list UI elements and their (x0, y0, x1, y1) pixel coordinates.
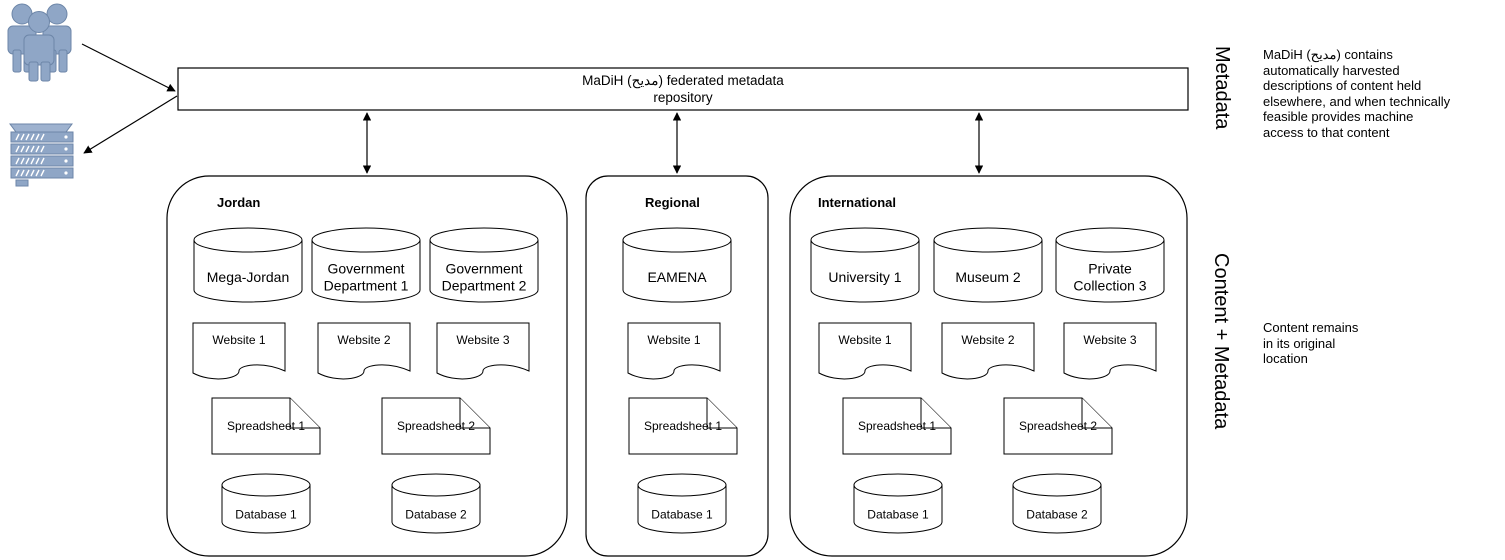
jordan-website-document: Website 3 (436, 322, 530, 380)
metadata-note-line: feasible provides machine (1263, 109, 1414, 124)
jordan-archive-cylinder-label: Government (445, 261, 522, 277)
jordan-archive-cylinder-label: Department 2 (442, 277, 527, 293)
jordan-database-cylinder-label: Database 2 (405, 508, 467, 522)
jordan-website-document-label: Website 2 (337, 333, 390, 347)
metadata-note: MaDiH (مديح) contains automatically harv… (1263, 47, 1450, 140)
international-database-cylinder-label: Database 1 (867, 508, 929, 522)
jordan-archive-cylinder: Mega-Jordan (193, 227, 303, 303)
users-icon (7, 3, 72, 82)
jordan-website-document-label: Website 3 (456, 333, 509, 347)
metadata-side-label: Metadata (1211, 46, 1233, 130)
jordan-spreadsheet-document: Spreadsheet 1 (211, 397, 321, 455)
repository-title-line1: MaDiH (مديح) federated metadata (582, 73, 784, 89)
international-spreadsheet-document: Spreadsheet 2 (1003, 397, 1113, 455)
international-database-cylinder: Database 1 (853, 473, 943, 534)
regional-database-cylinder: Database 1 (637, 473, 727, 534)
jordan-spreadsheet-document-label: Spreadsheet 1 (227, 419, 305, 433)
regional-website-document: Website 1 (627, 322, 721, 380)
metadata-note-line: access to that content (1263, 124, 1390, 140)
metadata-note-line: MaDiH (مديح) contains (1263, 47, 1393, 62)
international-website-document: Website 3 (1063, 322, 1157, 380)
server-icon (9, 123, 74, 187)
repository-box (177, 67, 1189, 111)
jordan-database-cylinder: Database 1 (221, 473, 311, 534)
regional-website-document-label: Website 1 (647, 333, 700, 347)
regional-archive-cylinder: EAMENA (622, 227, 732, 303)
repository-title-line2: repository (653, 90, 713, 105)
international-website-document-label: Website 3 (1083, 333, 1136, 347)
metadata-note-line: automatically harvested (1263, 62, 1400, 78)
regional-spreadsheet-document-label: Spreadsheet 1 (644, 419, 722, 433)
content-note-line: location (1263, 351, 1308, 366)
metadata-note-line: elsewhere, and when technically (1263, 93, 1451, 109)
international-website-document: Website 2 (941, 322, 1035, 380)
content-note-line: Content remains (1263, 320, 1359, 335)
international-archive-cylinder-label: University 1 (828, 269, 901, 285)
international-archive-cylinder-label: Museum 2 (955, 269, 1021, 285)
content-note-line: in its original (1263, 335, 1336, 351)
content-note: Content remains in its original location (1263, 320, 1358, 367)
jordan-spreadsheet-document-label: Spreadsheet 2 (397, 419, 475, 433)
jordan-database-cylinder: Database 2 (391, 473, 481, 534)
jordan-database-cylinder-label: Database 1 (235, 508, 297, 522)
international-group-title: International (818, 195, 896, 210)
international-archive-cylinder: University 1 (810, 227, 920, 303)
repository-to-server-arrow (83, 95, 178, 154)
international-database-cylinder: Database 2 (1012, 473, 1102, 534)
international-spreadsheet-document: Spreadsheet 1 (842, 397, 952, 455)
users-to-repository-arrow (81, 43, 176, 92)
regional-spreadsheet-document: Spreadsheet 1 (628, 397, 738, 455)
regional-database-cylinder-label: Database 1 (651, 508, 713, 522)
jordan-spreadsheet-document: Spreadsheet 2 (381, 397, 491, 455)
jordan-archive-cylinder-label: Government (327, 261, 404, 277)
jordan-website-document: Website 1 (192, 322, 286, 380)
international-database-cylinder-label: Database 2 (1026, 508, 1088, 522)
jordan-archive-cylinder-label: Mega-Jordan (207, 269, 290, 285)
content-metadata-side-label: Content + Metadata (1210, 253, 1232, 430)
jordan-archive-cylinder-label: Department 1 (324, 277, 409, 293)
jordan-website-document-label: Website 1 (212, 333, 265, 347)
international-archive-cylinder: Museum 2 (933, 227, 1043, 303)
international-website-document: Website 1 (818, 322, 912, 380)
international-archive-cylinder-label: Collection 3 (1073, 277, 1146, 293)
metadata-note-line: descriptions of content held (1263, 78, 1422, 93)
international-archive-cylinder-label: Private (1088, 261, 1132, 277)
international-spreadsheet-document-label: Spreadsheet 2 (1019, 419, 1097, 433)
international-website-document-label: Website 2 (961, 333, 1014, 347)
jordan-website-document: Website 2 (317, 322, 411, 380)
international-website-document-label: Website 1 (838, 333, 891, 347)
regional-group-title: Regional (645, 195, 700, 210)
international-spreadsheet-document-label: Spreadsheet 1 (858, 419, 936, 433)
regional-archive-cylinder-label: EAMENA (647, 269, 707, 285)
jordan-group-title: Jordan (217, 195, 260, 210)
